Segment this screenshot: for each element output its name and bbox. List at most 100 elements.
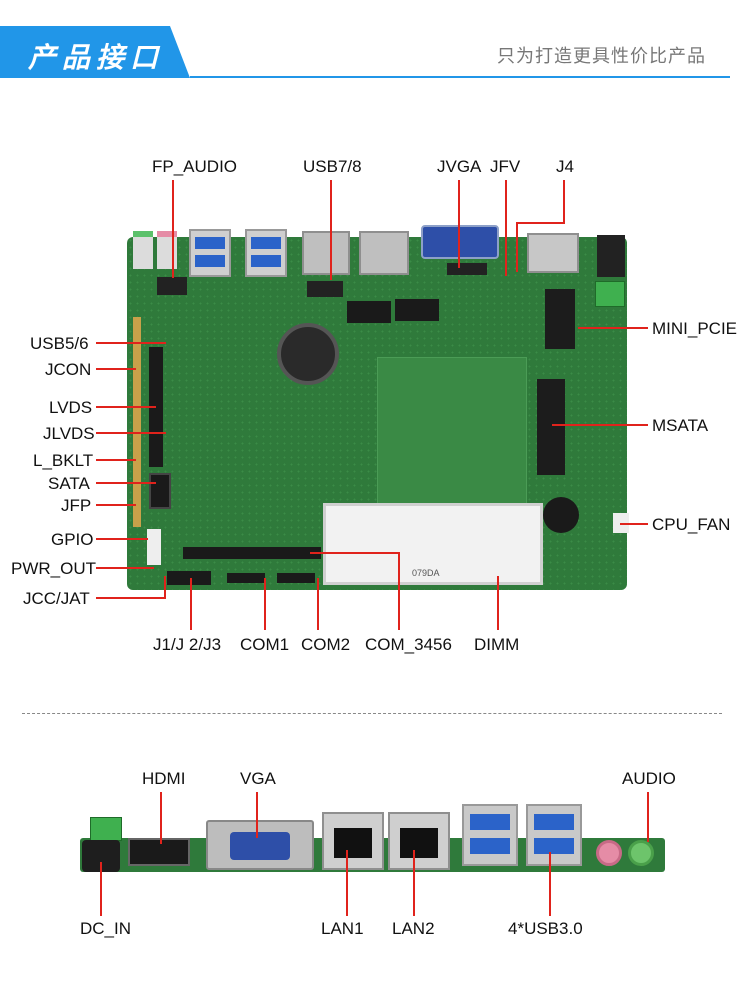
leader-com2 <box>317 578 319 630</box>
heatsink-area <box>377 357 527 507</box>
label-hdmi: HDMI <box>142 769 186 788</box>
label-jcon: JCON <box>45 360 92 379</box>
com3456-header <box>183 547 321 559</box>
leader-audio <box>647 792 649 842</box>
label-mini-pcie: MINI_PCIE <box>652 319 738 338</box>
label-usb30: 4*USB3.0 <box>508 919 583 938</box>
label-jvga: JVGA <box>437 157 482 176</box>
com2-header <box>277 573 315 583</box>
leader-j4-drop <box>516 222 518 272</box>
leader-jcc-jat-v <box>164 576 166 599</box>
label-lvds: LVDS <box>49 398 93 417</box>
lan-port-2 <box>359 231 409 275</box>
leader-lvds <box>96 406 156 408</box>
leader-jcc-jat-h <box>96 597 166 599</box>
io-audio-jack-green <box>628 840 654 866</box>
fp-audio-header <box>157 277 187 295</box>
leader-jfp <box>96 504 136 506</box>
leader-jvga <box>458 180 460 268</box>
label-usb78: USB7/8 <box>303 157 362 176</box>
io-audio-jack-pink <box>596 840 622 866</box>
sata-connector <box>149 473 171 509</box>
motherboard-top-view: 079DA <box>127 225 629 590</box>
label-lan1: LAN1 <box>321 919 364 938</box>
usb3-stack-2 <box>245 229 287 277</box>
label-sata: SATA <box>48 474 90 493</box>
io-usb3-port-c <box>534 814 574 830</box>
leader-l-bklt <box>96 459 136 461</box>
io-usb3-port-d <box>534 838 574 854</box>
io-usb3-port-a <box>470 814 510 830</box>
label-gpio: GPIO <box>51 530 94 549</box>
cmos-battery <box>277 323 339 385</box>
label-j1j2j3: J1/J 2/J3 <box>153 635 222 654</box>
leader-j4-horizontal <box>516 222 565 224</box>
leader-jlvds <box>96 432 166 434</box>
label-com2: COM2 <box>301 635 351 654</box>
leader-jfv <box>505 180 507 276</box>
dc-jack <box>597 235 625 277</box>
label-lan2: LAN2 <box>392 919 435 938</box>
label-pwr-out: PWR_OUT <box>11 559 96 578</box>
label-vga: VGA <box>240 769 276 788</box>
label-dimm: DIMM <box>474 635 520 654</box>
mini-pcie-slot <box>545 289 575 349</box>
lan-port-right <box>527 233 579 273</box>
leader-hdmi <box>160 792 162 844</box>
leader-usb56 <box>96 342 166 344</box>
leader-j1j2j3 <box>190 578 192 630</box>
label-fp-audio: FP_AUDIO <box>152 157 238 176</box>
leader-lan1 <box>346 850 348 916</box>
jvga-header <box>447 263 487 275</box>
leader-fp-audio <box>172 180 174 278</box>
audio-jack-top <box>133 231 153 269</box>
lan-port-1 <box>302 231 350 275</box>
label-jfv: JFV <box>490 157 521 176</box>
leader-cpu-fan <box>620 523 648 525</box>
io-usb3-stack-2 <box>526 804 582 866</box>
usb78-header <box>307 281 343 297</box>
leader-mini-pcie <box>578 327 648 329</box>
io-vga-port <box>206 820 314 870</box>
label-com3456: COM_3456 <box>365 635 452 654</box>
green-terminal <box>595 281 625 307</box>
ic-chip-2 <box>395 299 439 321</box>
io-vga-connector <box>230 832 290 860</box>
pin-header-j1 <box>167 571 211 585</box>
msata-slot <box>537 379 565 475</box>
leader-jcon <box>96 368 136 370</box>
so-dimm-silkscreen: 079DA <box>412 568 440 578</box>
leader-pwr-out <box>96 567 154 569</box>
label-jlvds: JLVDS <box>43 424 95 443</box>
leader-j4-vertical <box>563 180 565 222</box>
leader-com3456-h <box>310 552 400 554</box>
ic-chip-1 <box>347 301 391 323</box>
section-subtitle: 只为打造更具性价比产品 <box>497 46 706 66</box>
leader-sata <box>96 482 156 484</box>
leader-com3456-v <box>398 552 400 630</box>
leader-usb30 <box>549 852 551 916</box>
io-lan2-port <box>388 812 450 870</box>
audio-jack-top-2 <box>157 231 177 269</box>
label-msata: MSATA <box>652 416 709 435</box>
section-separator <box>22 713 722 714</box>
usb3-stack-1 <box>189 229 231 277</box>
label-cpu-fan: CPU_FAN <box>652 515 731 534</box>
label-jcc-jat: JCC/JAT <box>23 589 90 608</box>
io-usb3-stack-1 <box>462 804 518 866</box>
leader-msata <box>552 424 648 426</box>
label-j4: J4 <box>556 157 574 176</box>
io-lan1-port <box>322 812 384 870</box>
leader-com1 <box>264 578 266 630</box>
io-lan2-socket <box>400 828 438 858</box>
vga-port <box>421 225 499 259</box>
label-l-bklt: L_BKLT <box>33 451 94 470</box>
leader-usb78 <box>330 180 332 280</box>
leader-lan2 <box>413 850 415 916</box>
section-header-tab <box>0 26 190 78</box>
io-green-terminal <box>90 817 122 841</box>
buzzer <box>543 497 579 533</box>
leader-vga <box>256 792 258 838</box>
section-title: 产品接口 <box>28 41 165 74</box>
jcon-header <box>133 317 141 527</box>
